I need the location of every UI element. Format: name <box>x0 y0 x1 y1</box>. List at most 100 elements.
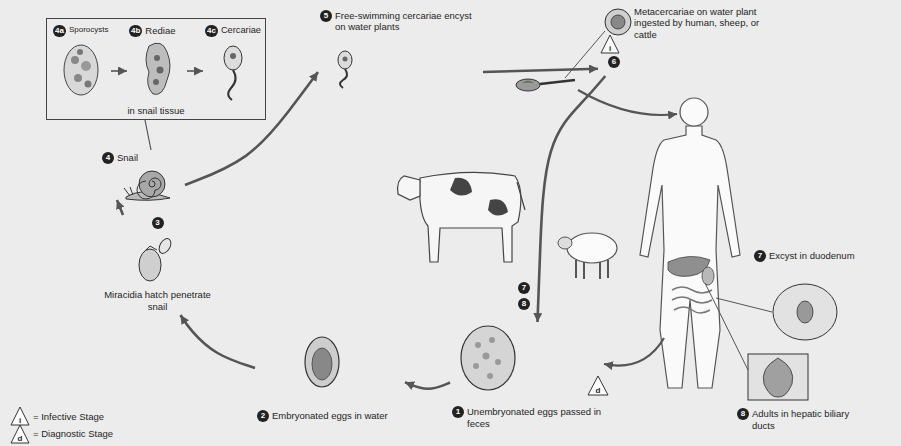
text-row: 4Snail <box>102 152 183 164</box>
cycle-arrow <box>185 72 318 185</box>
metacercaria-cyst <box>605 9 631 35</box>
legend-marker <box>11 407 29 425</box>
leader-line <box>565 31 605 78</box>
germ-ball <box>74 74 82 82</box>
stomach <box>702 267 714 285</box>
text-row: 1Unembryonated eggs passed in feces <box>452 406 623 429</box>
cycle-arrow <box>145 120 151 150</box>
egg-operculum <box>143 246 157 253</box>
step-number: 2 <box>257 410 269 422</box>
text-row: 4aSporocysts <box>53 25 109 37</box>
redia-cell <box>153 79 159 85</box>
step-number: 7 <box>518 282 530 294</box>
cycle-arrow <box>538 76 606 322</box>
yolk-cell <box>489 337 495 343</box>
legend-text: = Diagnostic Stage <box>33 425 113 442</box>
snail-figure <box>124 171 170 200</box>
snail-tentacle <box>124 187 133 196</box>
cow-figure <box>398 172 525 262</box>
step-number: 7 <box>754 250 766 262</box>
stage-node: 5Free-swimming cercariae encyst on water… <box>318 8 483 88</box>
stage-name: Rediae <box>145 25 185 36</box>
stage-panel: 4bRediae <box>127 23 187 103</box>
unembryonated-egg <box>461 326 515 390</box>
yolk-cell <box>483 353 490 360</box>
stage-marker-letter: d <box>592 386 604 395</box>
legend-letter: i <box>14 416 26 425</box>
germ-ball <box>71 56 79 64</box>
legend: = Infective Stage= Diagnostic Stage <box>33 408 113 442</box>
cow-body <box>420 172 521 262</box>
stage-marker-letter: i <box>604 44 616 53</box>
intestine <box>672 287 712 313</box>
step-number: 3 <box>152 217 164 229</box>
bile-duct-detail <box>748 354 808 400</box>
stage-caption: Free-swimming cercariae encyst on water … <box>335 10 481 33</box>
step-number: 5 <box>320 10 332 22</box>
stage-panel: 4cCercariae <box>203 23 263 103</box>
juvenile-fluke <box>797 301 813 323</box>
step-number: 8 <box>518 298 530 310</box>
rediae-figure <box>146 43 170 94</box>
free-cercaria-figure <box>338 51 352 88</box>
text-row: 5Free-swimming cercariae encyst on water… <box>320 10 481 33</box>
text-row: Miracidia hatch penetrate snail <box>102 289 213 312</box>
cercaria-body <box>224 46 242 70</box>
sheep-leg <box>599 261 601 279</box>
stage-caption: Unembryonated eggs passed in feces <box>467 406 623 429</box>
water-plant <box>522 81 534 84</box>
duodenum-detail <box>773 284 837 340</box>
legend-text: = Infective Stage <box>33 408 113 425</box>
sporocyst-body <box>64 45 98 95</box>
diagnostic-stage-marker <box>588 376 608 395</box>
connector-group <box>111 69 605 389</box>
leader-line <box>716 298 772 312</box>
cycle-arrow <box>483 69 598 72</box>
yolk-cell <box>473 363 479 369</box>
stage-node: 2Embryonated eggs in water <box>255 330 405 425</box>
stage-name: Sporocysts <box>69 25 109 35</box>
cercaria-body <box>338 51 352 69</box>
sheep-leg <box>575 260 577 278</box>
step-number: 4b <box>129 25 142 37</box>
step-number: 8 <box>737 408 749 420</box>
yolk-cell <box>487 373 493 379</box>
text-row: 2Embryonated eggs in water <box>257 410 403 422</box>
yolk-cell <box>475 342 481 348</box>
sporocyst-figure <box>64 45 98 95</box>
stage-caption: Embryonated eggs in water <box>272 410 403 421</box>
stage-node: 3Miracidia hatch penetrate snail <box>100 215 215 315</box>
sheep-head <box>558 237 572 249</box>
leader-line <box>705 283 748 370</box>
text-row: 8Adults in hepatic biliary ducts <box>737 408 863 431</box>
redia-body <box>146 43 170 94</box>
cercaria-sucker <box>230 53 236 59</box>
stage-caption: Excyst in duodenum <box>769 250 862 261</box>
spoon-bowl <box>516 79 540 91</box>
text-row: 4cCercariae <box>205 25 261 37</box>
cycle-arrow <box>111 70 127 72</box>
adult-detail <box>705 283 808 400</box>
egg-shell <box>461 326 515 390</box>
sheep-body <box>567 233 617 263</box>
stage-node: 4Snail <box>100 150 185 200</box>
text-row: 4bRediae <box>129 25 185 37</box>
cow-head <box>398 176 420 200</box>
cercaria-tail <box>340 69 347 88</box>
cercaria-sucker <box>343 57 348 62</box>
text-row: 3 <box>102 217 213 229</box>
stage-caption: Miracidia hatch penetrate snail <box>102 289 213 312</box>
metacercaria-core <box>611 15 625 29</box>
redia-cell <box>154 55 160 61</box>
stage-panel: 4aSporocysts <box>51 23 111 103</box>
human-figure <box>640 98 740 388</box>
excretion-arrow <box>604 338 664 366</box>
sheep-leg <box>607 260 609 278</box>
egg-shell <box>305 337 339 387</box>
step-number: 4a <box>53 25 66 37</box>
cow-spot <box>488 199 508 215</box>
snail-tissue-box: 4aSporocysts4bRediae4cCercariaein snail … <box>46 18 266 120</box>
embryonated-egg <box>305 337 339 387</box>
